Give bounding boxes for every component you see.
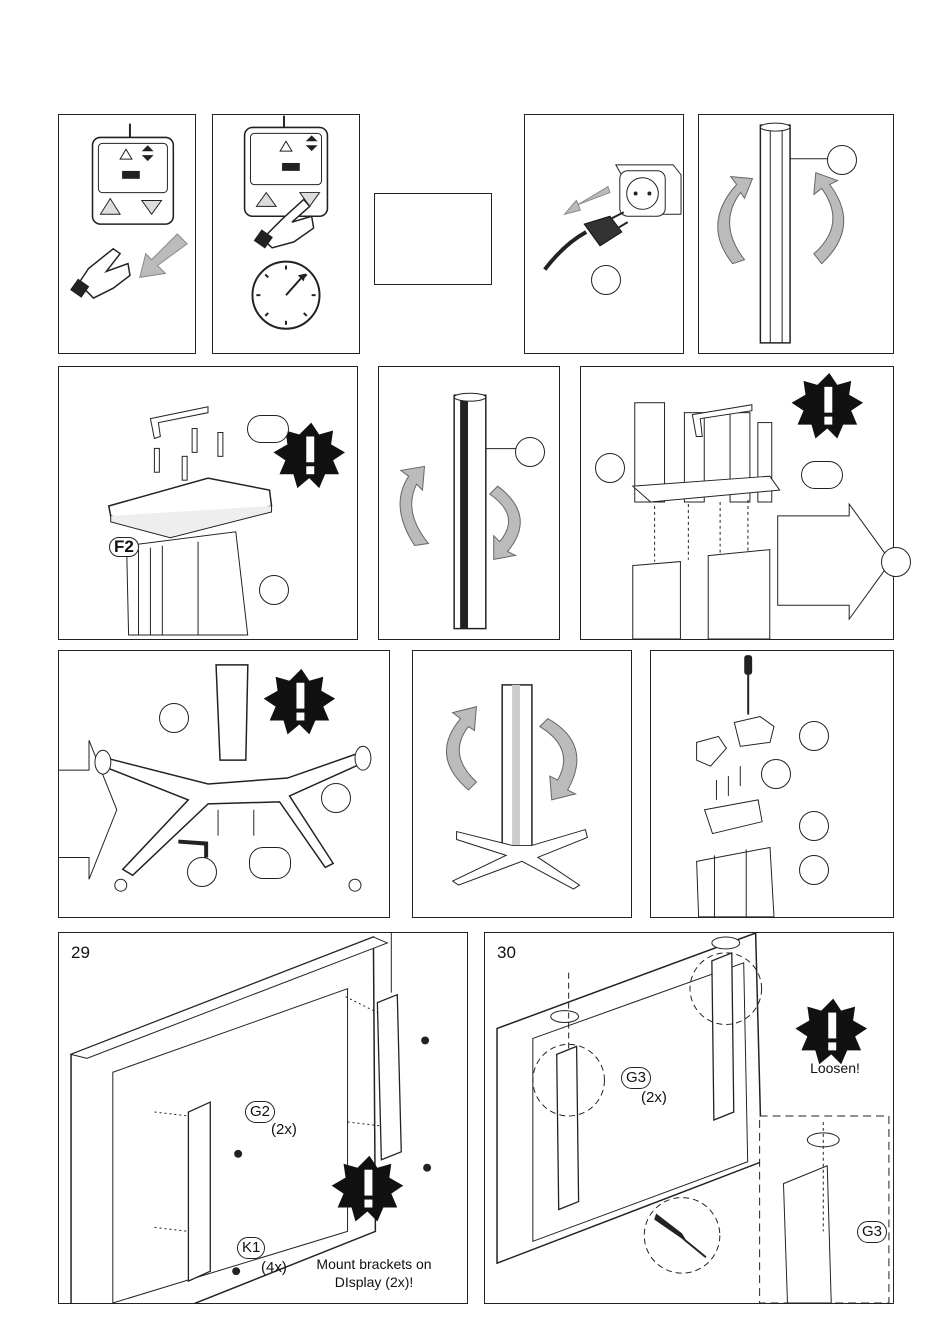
hex-key-icon	[150, 407, 208, 439]
panel-unplug	[524, 114, 684, 354]
plate-callout-label: F2	[109, 537, 139, 557]
rotate-arrow-icon	[490, 486, 521, 559]
callout-pill	[801, 461, 843, 489]
step-number: 30	[497, 943, 516, 963]
panel-remote-down	[58, 114, 196, 354]
callout-bubble	[187, 857, 217, 887]
callout-bubble	[595, 453, 625, 483]
callout-bubble	[799, 721, 829, 751]
panel-base-plate: F2	[58, 366, 358, 640]
arrow-icon	[140, 234, 187, 277]
bracket-callout: G3	[621, 1067, 651, 1089]
clock-icon	[252, 262, 319, 329]
callout-bubble	[827, 145, 857, 175]
stand-illustration	[413, 651, 631, 917]
panel-dual-column	[580, 366, 894, 640]
base-plate-illustration	[59, 367, 357, 639]
hex-key-icon	[178, 840, 208, 858]
panel-remote-timer	[212, 114, 360, 354]
unplug-illustration	[525, 115, 683, 353]
bracket-callout: G2	[245, 1101, 275, 1123]
screw-callout: K1	[237, 1237, 265, 1259]
rotate-arrow-icon	[718, 177, 753, 264]
panel-top-cap	[650, 650, 894, 918]
callout-bubble	[799, 811, 829, 841]
remote-down-illustration	[59, 115, 195, 353]
step-number: 29	[71, 943, 90, 963]
rotate-arrow-icon	[446, 707, 476, 790]
column-illustration	[379, 367, 559, 639]
warning-burst-icon	[795, 999, 867, 1065]
callout-bubble	[799, 855, 829, 885]
panel-column-rotate-2	[378, 366, 560, 640]
callout-bubble	[159, 703, 189, 733]
callout-pill	[247, 415, 289, 443]
remote-timer-illustration	[213, 115, 359, 353]
rotate-arrow-icon	[540, 719, 577, 800]
callout-bubble	[321, 783, 351, 813]
screw-quantity: (4x)	[261, 1259, 287, 1277]
panel-step-30: 30 G3 (2x) Loosen! G3	[484, 932, 894, 1304]
hand-press-icon	[70, 249, 130, 298]
warning-text: Mount brackets on DIsplay (2x)!	[315, 1255, 433, 1291]
plug-icon	[545, 212, 628, 269]
callout-pill	[249, 847, 291, 879]
panel-stand-rotate	[412, 650, 632, 918]
detail-callout: G3	[857, 1221, 887, 1243]
dual-column-illustration	[581, 367, 893, 639]
panel-column-rotate-1	[698, 114, 894, 354]
callout-bubble	[591, 265, 621, 295]
display-loosen-illustration	[485, 933, 893, 1303]
callout-bubble	[881, 547, 911, 577]
warning-burst-icon	[264, 669, 335, 735]
bracket-quantity: (2x)	[271, 1121, 297, 1139]
arrow-icon	[565, 187, 610, 215]
callout-bubble	[259, 575, 289, 605]
screwdriver-icon	[744, 655, 752, 715]
panel-step-29: 29 G2 (2x) K1 (4x) Mount brackets on DIs…	[58, 932, 468, 1304]
callout-bubble	[761, 759, 791, 789]
rotate-arrow-icon	[814, 173, 844, 264]
callout-bubble	[515, 437, 545, 467]
column-illustration	[699, 115, 893, 353]
panel-blank-box	[374, 193, 492, 285]
rotate-arrow-icon	[400, 466, 428, 545]
warning-text: Loosen!	[801, 1059, 869, 1077]
panel-foot-assembly	[58, 650, 390, 918]
warning-burst-icon	[792, 373, 863, 439]
bracket-quantity: (2x)	[641, 1089, 667, 1107]
